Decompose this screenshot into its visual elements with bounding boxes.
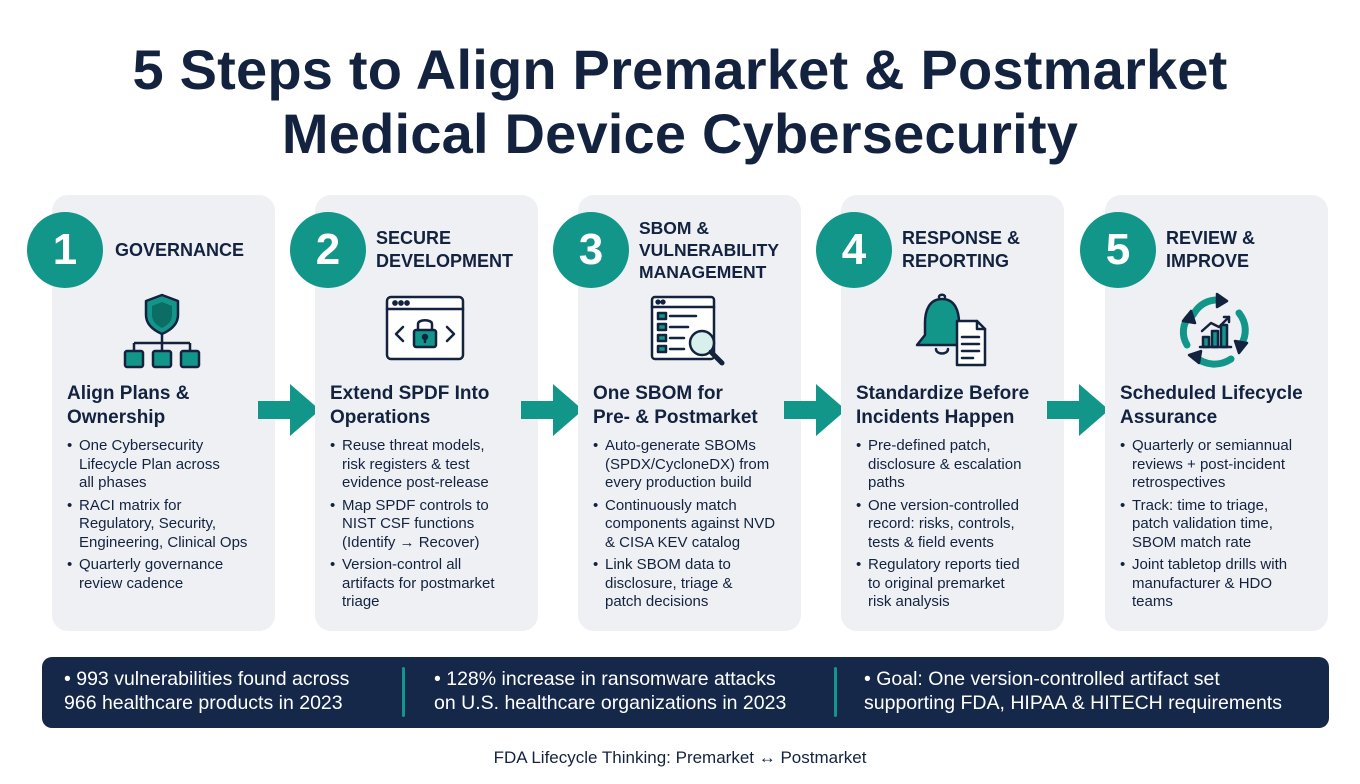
shield-hierarchy-icon — [123, 293, 201, 369]
step-number-badge: 5 — [1080, 212, 1156, 288]
list-item: Joint tabletop drills with manufacturer … — [1120, 556, 1322, 612]
stat-ransomware: • 128% increase in ransomware attacks on… — [434, 668, 787, 714]
code-lock-icon — [385, 295, 465, 361]
step-card-2: 2 SECURE DEVELOPMENT Extend SPDF Into Op… — [290, 195, 538, 631]
bell-document-icon — [915, 293, 987, 367]
list-item: Regulatory reports tied to original prem… — [856, 556, 1058, 612]
title-line-2: Medical Device Cybersecurity — [281, 102, 1079, 165]
cycle-chart-icon — [1179, 292, 1249, 368]
arrow-right-icon — [521, 384, 583, 436]
step-subtitle: Align Plans & Ownership — [67, 383, 190, 428]
arrow-right-icon — [1047, 384, 1109, 436]
step-bullet-list: Pre-defined patch, disclosure & escalati… — [856, 437, 1058, 616]
footer-caption: FDA Lifecycle Thinking: Premarket ↔ Post… — [493, 748, 867, 767]
step-card-5: 5 REVIEW & IMPROVE Scheduled Lifecycle A… — [1080, 195, 1328, 631]
step-subtitle: Extend SPDF Into Operations — [330, 383, 490, 428]
step-label: SBOM & VULNERABILITY MANAGEMENT — [639, 218, 779, 282]
step-number-badge: 4 — [816, 212, 892, 288]
step-card-1: 1 GOVERNANCE Align Plans & Ownership One… — [27, 195, 275, 631]
step-card-3: 3 SBOM & VULNERABILITY MANAGEMENT One SB… — [553, 195, 801, 631]
stats-bar: • 993 vulnerabilities found across 966 h… — [42, 657, 1329, 728]
list-item: One Cybersecurity Lifecycle Plan across … — [67, 437, 269, 493]
step-label: SECURE DEVELOPMENT — [376, 228, 514, 271]
step-label: RESPONSE & REPORTING — [902, 228, 1021, 271]
step-bullet-list: Quarterly or semiannual reviews + post-i… — [1120, 437, 1322, 616]
list-item: Quarterly governance review cadence — [67, 556, 269, 593]
step-subtitle: Scheduled Lifecycle Assurance — [1120, 383, 1303, 428]
stat-goal: • Goal: One version-controlled artifact … — [864, 668, 1282, 714]
list-item: Map SPDF controls to NIST CSF functions … — [330, 497, 532, 553]
step-number-badge: 3 — [553, 212, 629, 288]
stat-vulnerabilities: • 993 vulnerabilities found across 966 h… — [64, 668, 350, 714]
step-subtitle: Standardize Before Incidents Happen — [856, 383, 1030, 428]
step-bullet-list: Auto-generate SBOMs (SPDX/CycloneDX) fro… — [593, 437, 795, 616]
step-subtitle: One SBOM for Pre- & Postmarket — [593, 383, 758, 428]
list-item: One version-controlled record: risks, co… — [856, 497, 1058, 553]
list-item: RACI matrix for Regulatory, Security, En… — [67, 497, 269, 553]
step-number-badge: 1 — [27, 212, 103, 288]
list-item: Version-control all artifacts for postma… — [330, 556, 532, 612]
list-item: Quarterly or semiannual reviews + post-i… — [1120, 437, 1322, 493]
list-item: Track: time to triage, patch validation … — [1120, 497, 1322, 553]
step-number-badge: 2 — [290, 212, 366, 288]
stats-divider — [834, 667, 837, 717]
arrow-right-icon — [784, 384, 846, 436]
list-item: Auto-generate SBOMs (SPDX/CycloneDX) fro… — [593, 437, 795, 493]
title-line-1: 5 Steps to Align Premarket & Postmarket — [132, 38, 1228, 101]
list-item: Link SBOM data to disclosure, triage & p… — [593, 556, 795, 612]
stats-divider — [402, 667, 405, 717]
step-bullet-list: Reuse threat models, risk registers & te… — [330, 437, 532, 616]
page-title: 5 Steps to Align Premarket & Postmarket … — [0, 38, 1360, 166]
list-item: Continuously match components against NV… — [593, 497, 795, 553]
step-card-4: 4 RESPONSE & REPORTING Standardize Befor… — [816, 195, 1064, 631]
list-item: Pre-defined patch, disclosure & escalati… — [856, 437, 1058, 493]
step-label: REVIEW & IMPROVE — [1166, 228, 1256, 271]
arrow-right-icon — [258, 384, 320, 436]
list-item: Reuse threat models, risk registers & te… — [330, 437, 532, 493]
document-search-icon — [650, 295, 725, 366]
step-bullet-list: One Cybersecurity Lifecycle Plan across … — [67, 437, 269, 597]
step-label: GOVERNANCE — [115, 239, 245, 260]
